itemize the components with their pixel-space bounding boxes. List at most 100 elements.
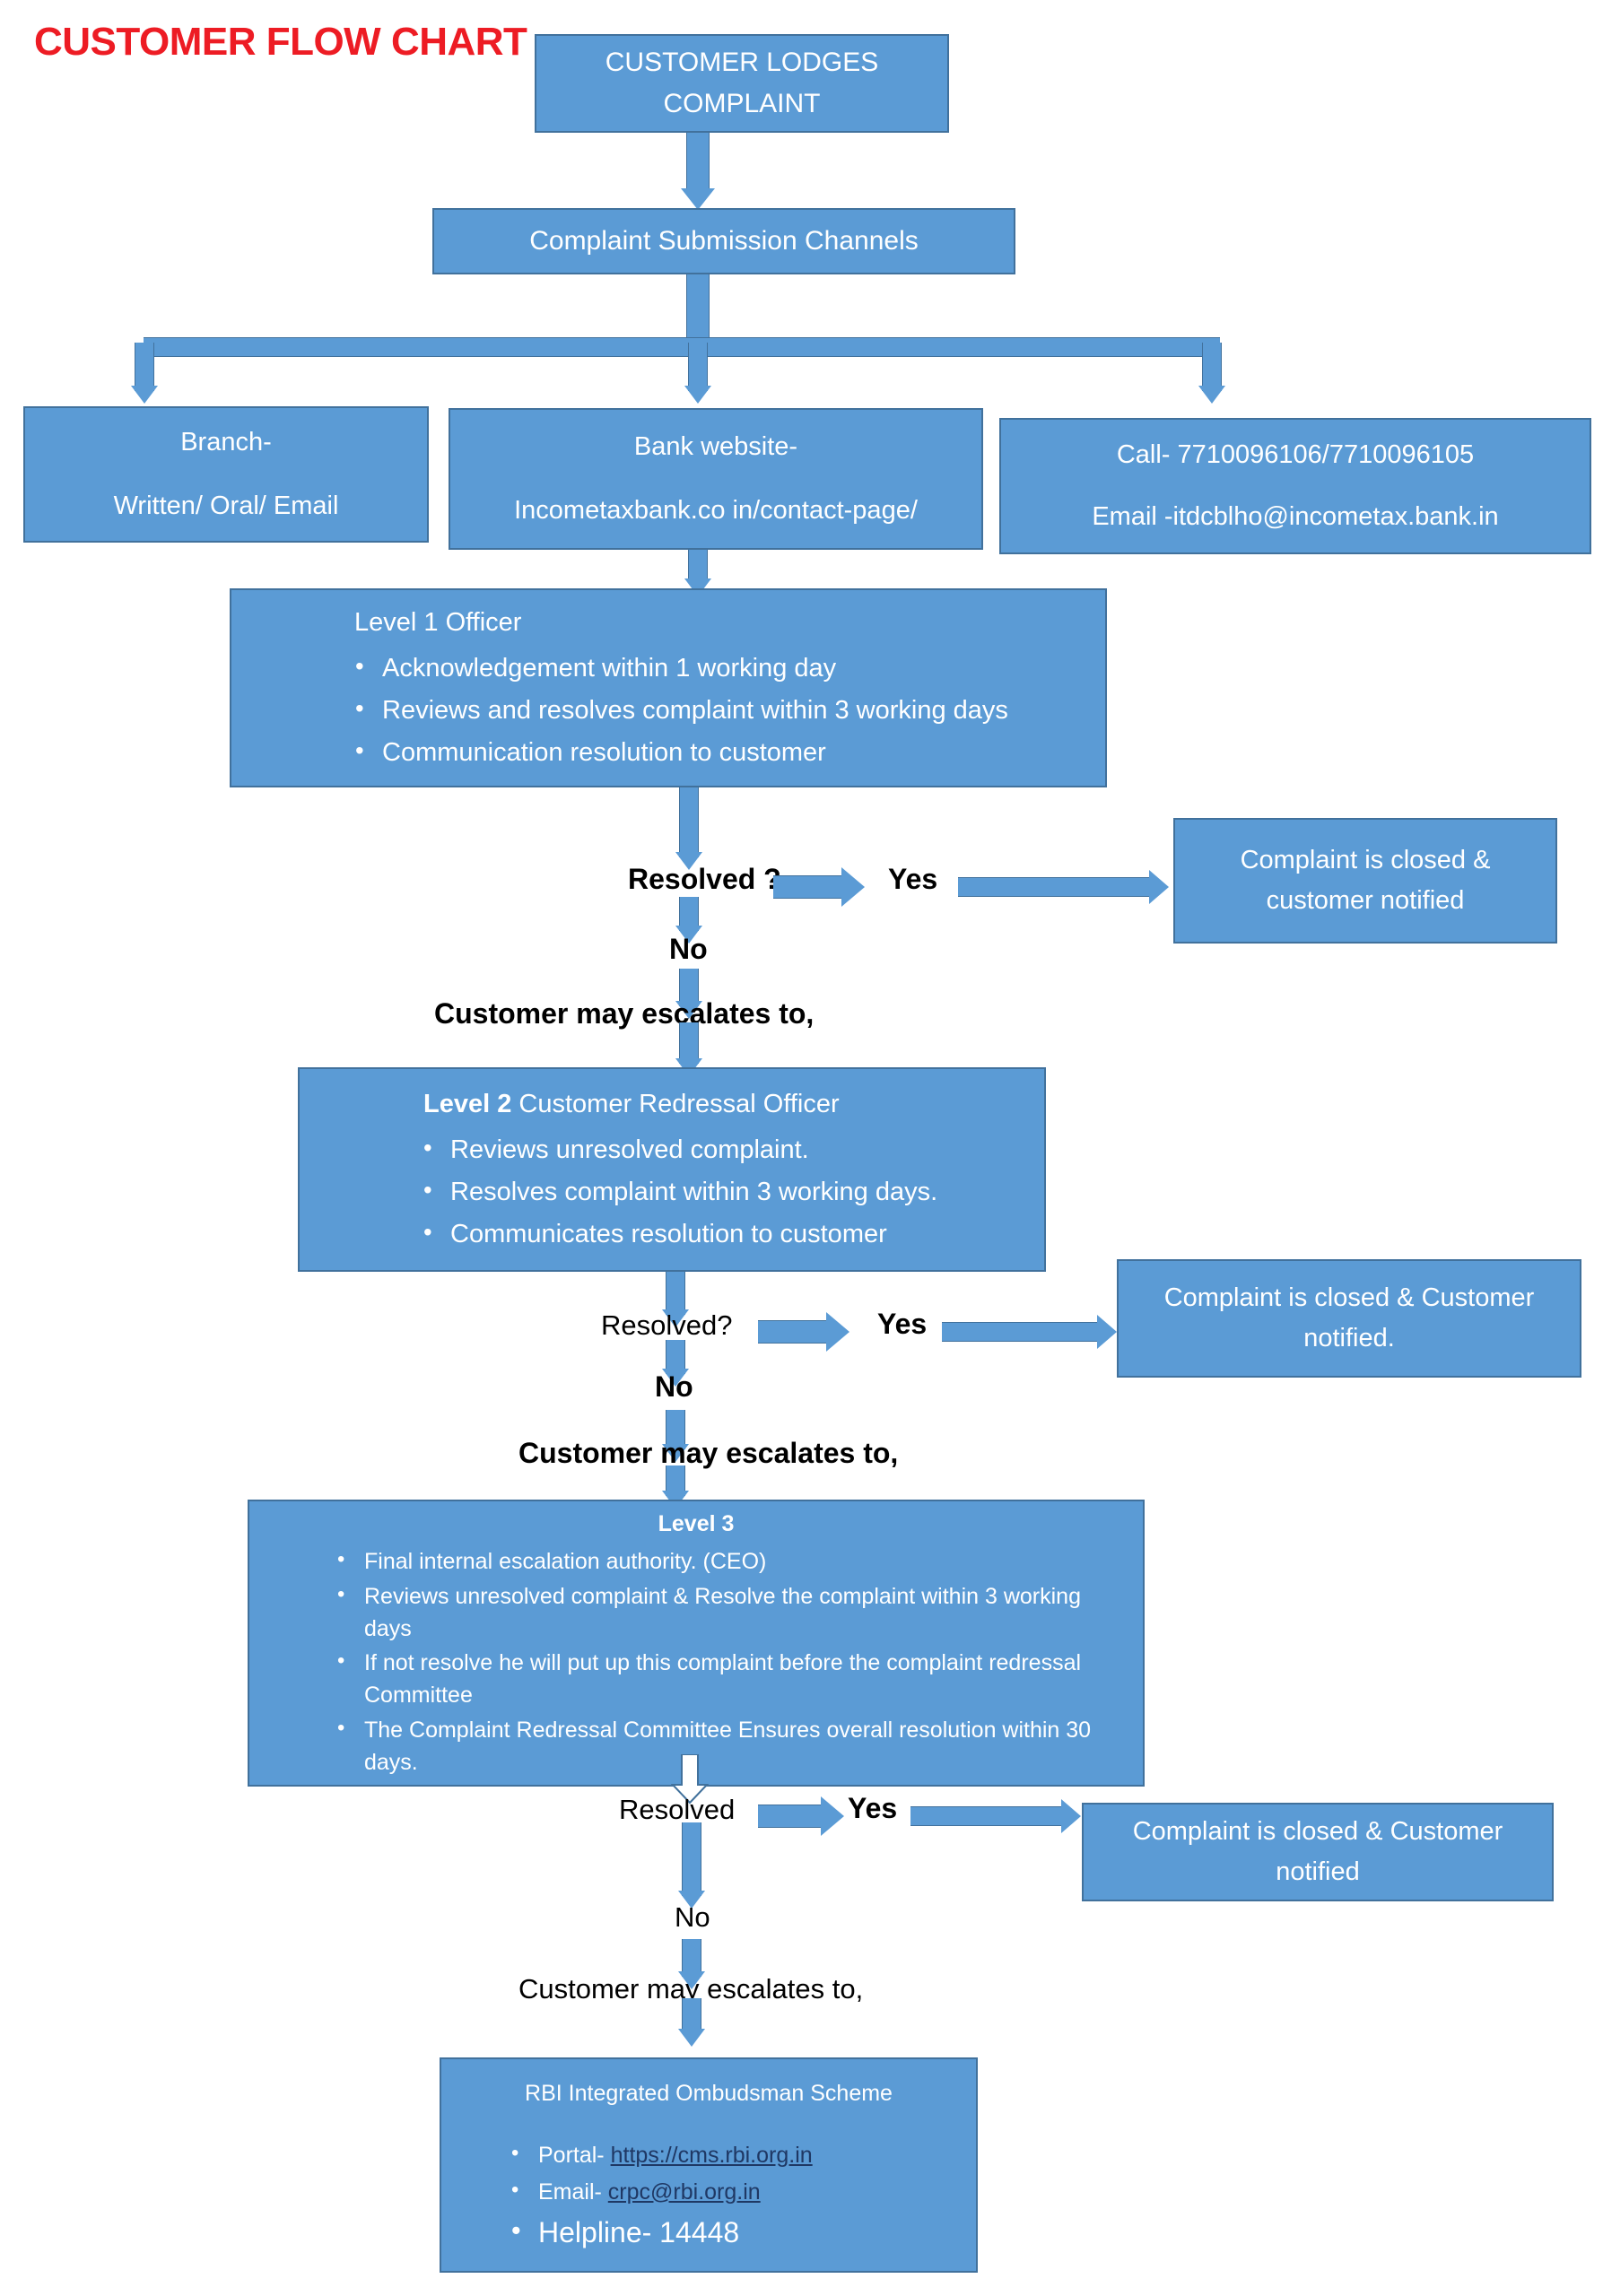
rbi-bullet-list: Portal- https://cms.rbi.org.in Email- cr… <box>441 2137 976 2257</box>
rbi-email-link[interactable]: crpc@rbi.org.in <box>607 2179 761 2205</box>
node-level-2-redressal-officer: Level 2 Customer Redressal Officer Revie… <box>298 1067 1046 1272</box>
connector-start-to-channels <box>686 133 710 192</box>
connector-channels-trunk <box>686 274 710 344</box>
connector-decision2-no-shaft2 <box>666 1410 685 1449</box>
node-complaint-submission-channels: Complaint Submission Channels <box>432 208 1015 274</box>
closed2-line-1: Complaint is closed & Customer <box>1163 1283 1535 1313</box>
rbi-email-item: Email- crpc@rbi.org.in <box>477 2174 976 2210</box>
connector-decision1-to-closed <box>958 877 1151 897</box>
arrowhead-rbi <box>678 2029 705 2047</box>
decision1-question: Resolved ? <box>628 863 781 895</box>
channel-website-line-2: Incometaxbank.co in/contact-page/ <box>514 496 918 525</box>
arrow-outline-level3-to-decision3 <box>671 1754 709 1805</box>
arrowhead-decision3-no <box>678 1891 705 1909</box>
connector-decision3-yes-shaft <box>758 1805 823 1828</box>
level3-bullet: If not resolve he will put up this compl… <box>303 1646 1107 1712</box>
arrowhead-decision1-no <box>675 926 702 944</box>
channel-call-line-1: Call- 7710096106/7710096105 <box>1116 440 1475 470</box>
decision2-escalate-label: Customer may escalates to, <box>518 1437 899 1469</box>
decision3-no-label: No <box>675 1901 710 1933</box>
arrowhead-call <box>1198 386 1225 404</box>
level2-bullet: Communicates resolution to customer <box>389 1213 1044 1255</box>
connector-decision3-to-closed <box>910 1806 1063 1826</box>
channel-branch-line-1: Branch- <box>180 428 272 457</box>
node-level-3: Level 3 Final internal escalation author… <box>248 1500 1145 1787</box>
level3-bullet: Final internal escalation authority. (CE… <box>303 1544 1107 1578</box>
level3-heading: Level 3 <box>658 1511 735 1536</box>
closed1-line-1: Complaint is closed & <box>1240 846 1491 875</box>
level3-bullet: Reviews unresolved complaint & Resolve t… <box>303 1579 1107 1646</box>
start-line-2: COMPLAINT <box>663 89 821 118</box>
channels-header-label: Complaint Submission Channels <box>529 225 919 256</box>
level1-bullet: Communication resolution to customer <box>321 732 1105 773</box>
decision3-yes-label: Yes <box>848 1792 898 1824</box>
level2-bullet-list: Reviews unresolved complaint. Resolves c… <box>300 1129 1044 1257</box>
connector-decision1-yes-shaft <box>773 875 843 899</box>
level2-heading-bold: Level 2 <box>423 1090 512 1119</box>
connector-website-to-level1 <box>688 550 708 582</box>
connector-website-drop <box>688 343 708 391</box>
level2-bullet: Resolves complaint within 3 working days… <box>389 1171 1044 1213</box>
arrowhead-decision2-escalate <box>662 1444 689 1462</box>
decision1-yes-label: Yes <box>888 863 938 895</box>
closed2-line-2: notified. <box>1303 1324 1395 1352</box>
closed3-line-2: notified <box>1276 1857 1360 1886</box>
connector-decision1-no-shaft <box>679 897 699 931</box>
closed3-line-1: Complaint is closed & Customer <box>1132 1817 1503 1847</box>
decision3-question: Resolved <box>619 1794 736 1825</box>
decision1-escalate-label: Customer may escalates to, <box>434 997 815 1030</box>
arrowhead-decision3-yes <box>821 1796 844 1836</box>
page-title: CUSTOMER FLOW CHART <box>34 20 527 64</box>
decision2-no-label: No <box>655 1370 693 1403</box>
rbi-helpline-item: Helpline- 14448 <box>477 2210 976 2256</box>
connector-level2-to-decision2 <box>666 1272 685 1315</box>
level2-heading: Level 2 Customer Redressal Officer <box>300 1084 1168 1125</box>
arrowhead-decision2-no <box>662 1369 689 1387</box>
arrowhead-decision2-yes <box>826 1312 849 1352</box>
arrowhead-decision1 <box>675 852 702 870</box>
node-level-1-officer: Level 1 Officer Acknowledgement within 1… <box>230 588 1107 787</box>
rbi-heading: RBI Integrated Ombudsman Scheme <box>525 2081 893 2107</box>
arrowhead-decision1-yes <box>841 867 865 907</box>
connector-channels-bus <box>144 337 1220 357</box>
arrowhead-decision3-escalate <box>678 1971 705 1989</box>
connector-decision2-to-closed <box>942 1322 1099 1342</box>
connector-decision1-no-shaft2 <box>679 969 699 1006</box>
start-line-1: CUSTOMER LODGES <box>605 47 879 77</box>
level3-bullet: The Complaint Redressal Committee Ensure… <box>303 1713 1107 1779</box>
connector-to-level3 <box>666 1465 685 1496</box>
channel-call-line-2: Email -itdcblho@incometax.bank.in <box>1092 502 1499 531</box>
level1-bullet: Reviews and resolves complaint within 3 … <box>321 690 1105 731</box>
arrowhead-decision1-closed <box>1149 870 1169 904</box>
level2-bullet: Reviews unresolved complaint. <box>389 1129 1044 1170</box>
connector-decision2-no-shaft <box>666 1340 685 1374</box>
rbi-portal-label: Portal- <box>538 2142 611 2168</box>
level1-bullet-list: Acknowledgement within 1 working day Rev… <box>231 648 1105 775</box>
level1-bullet: Acknowledgement within 1 working day <box>321 648 1105 689</box>
closed1-line-2: customer notified <box>1266 886 1465 915</box>
decision1-no-label: No <box>669 933 708 965</box>
decision2-question: Resolved? <box>601 1309 733 1341</box>
connector-call-drop <box>1202 343 1222 391</box>
arrowhead-decision2-closed <box>1097 1315 1117 1349</box>
arrowhead-decision1-escalate <box>675 1001 702 1019</box>
node-closed-level2: Complaint is closed & Customer notified. <box>1117 1259 1581 1378</box>
connector-to-rbi <box>682 1998 701 2032</box>
connector-decision3-no-shaft <box>682 1822 701 1896</box>
level3-bullet-list: Final internal escalation authority. (CE… <box>249 1544 1143 1780</box>
channel-website-line-1: Bank website- <box>633 432 798 462</box>
rbi-email-label: Email- <box>538 2179 608 2205</box>
arrowhead-decision3-closed <box>1061 1799 1081 1833</box>
rbi-portal-link[interactable]: https://cms.rbi.org.in <box>610 2142 813 2168</box>
channel-branch-line-2: Written/ Oral/ Email <box>113 491 339 520</box>
node-channel-call-email: Call- 7710096106/7710096105 Email -itdcb… <box>999 418 1591 554</box>
node-rbi-ombudsman-scheme: RBI Integrated Ombudsman Scheme Portal- … <box>440 2057 978 2273</box>
node-channel-branch: Branch- Written/ Oral/ Email <box>23 406 429 543</box>
level1-heading: Level 1 Officer <box>354 608 522 638</box>
node-channel-website: Bank website- Incometaxbank.co in/contac… <box>449 408 983 550</box>
node-customer-lodges-complaint: CUSTOMER LODGES COMPLAINT <box>535 34 949 133</box>
connector-level1-to-decision1 <box>679 787 699 857</box>
arrowhead-website <box>684 386 711 404</box>
node-closed-level1: Complaint is closed & customer notified <box>1173 818 1557 944</box>
